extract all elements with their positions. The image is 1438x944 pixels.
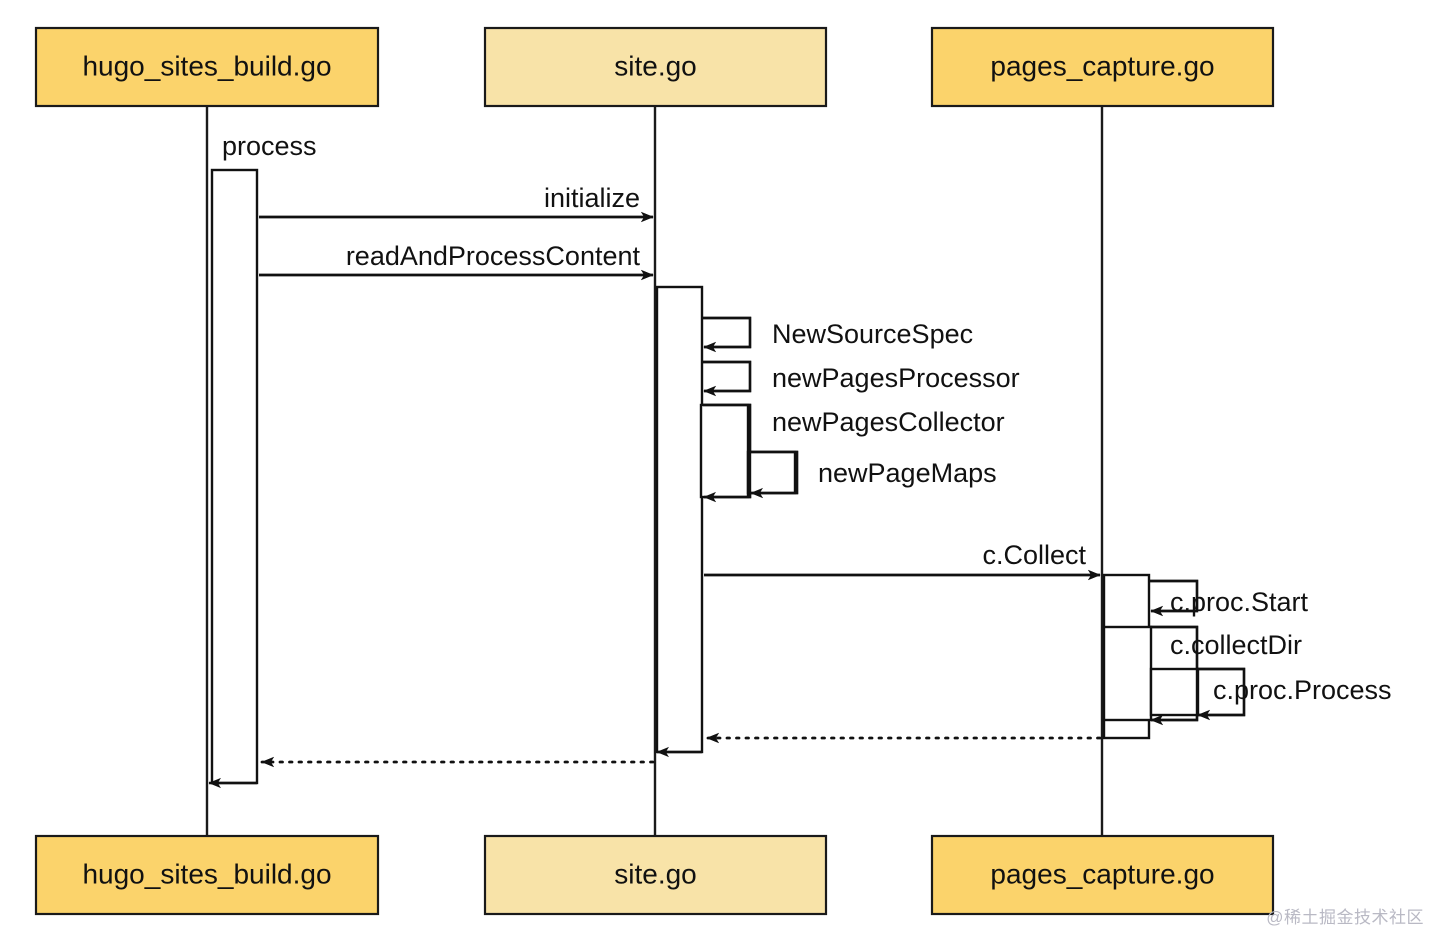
participant-label-site-footer: site.go (614, 858, 697, 889)
msg-cprocprocess-label: c.proc.Process (1213, 675, 1392, 705)
participants-group: hugo_sites_build.gohugo_sites_build.gosi… (34, 26, 1275, 916)
watermark: @稀土掘金技术社区 (1266, 908, 1424, 927)
msg-cprocstart-overlay (1150, 579, 1199, 617)
act-capture-process (1149, 667, 1200, 717)
msg-process-label: process (222, 131, 317, 161)
msg-initialize-label: initialize (544, 183, 640, 213)
act-hugo-process (210, 168, 259, 785)
msg-cprocprocess-overlay (1197, 667, 1246, 721)
participant-footer-site[interactable]: site.go (483, 834, 828, 916)
participant-footer-hugo[interactable]: hugo_sites_build.go (34, 834, 380, 916)
msg-newpagesprocessor-label: newPagesProcessor (772, 363, 1020, 393)
participant-label-hugo-footer: hugo_sites_build.go (82, 858, 331, 889)
msg-ccollectdir-overlay (1150, 625, 1199, 726)
lifelines-group (205, 106, 1104, 836)
msg-ccollect-label: c.Collect (982, 540, 1086, 570)
activations-group (208, 168, 1246, 789)
act-capture-collectdir (1102, 625, 1153, 722)
participant-header-capture[interactable]: pages_capture.go (930, 26, 1275, 108)
participant-label-capture-header: pages_capture.go (990, 50, 1214, 81)
participant-footer-capture[interactable]: pages_capture.go (930, 834, 1275, 916)
msg-readandprocesscontent-label: readAndProcessContent (346, 241, 641, 271)
msg-cprocstart-label: c.proc.Start (1170, 587, 1309, 617)
act-site-newpagemaps (746, 450, 797, 495)
participant-label-hugo-header: hugo_sites_build.go (82, 50, 331, 81)
message-labels-group: process initialize readAndProcessContentNe… (222, 131, 1392, 705)
act-site-newpagescollector (699, 403, 750, 499)
msg-ccollectdir-label: c.collectDir (1170, 630, 1302, 660)
participant-header-hugo[interactable]: hugo_sites_build.go (34, 26, 380, 108)
participant-label-capture-footer: pages_capture.go (990, 858, 1214, 889)
msg-newpagemaps-label: newPageMaps (818, 458, 997, 488)
msg-newsourcespec-label: NewSourceSpec (772, 319, 973, 349)
msg-newpagescollector-label: newPagesCollector (772, 407, 1005, 437)
participant-box-site-footer[interactable] (483, 834, 828, 916)
act-site-main (655, 285, 704, 754)
participant-box-site-header[interactable] (483, 26, 828, 108)
participant-box-capture-footer[interactable] (930, 834, 1275, 916)
participant-box-hugo-header[interactable] (34, 26, 380, 108)
participant-box-hugo-footer[interactable] (34, 834, 380, 916)
msg-newpagemaps-overlay (750, 450, 799, 499)
msg-newsourcespec-overlay (703, 316, 752, 353)
participant-header-site[interactable]: site.go (483, 26, 828, 108)
participant-box-capture-header[interactable] (930, 26, 1275, 108)
participant-label-site-header: site.go (614, 50, 697, 81)
msg-newpagesprocessor-overlay (703, 360, 752, 397)
